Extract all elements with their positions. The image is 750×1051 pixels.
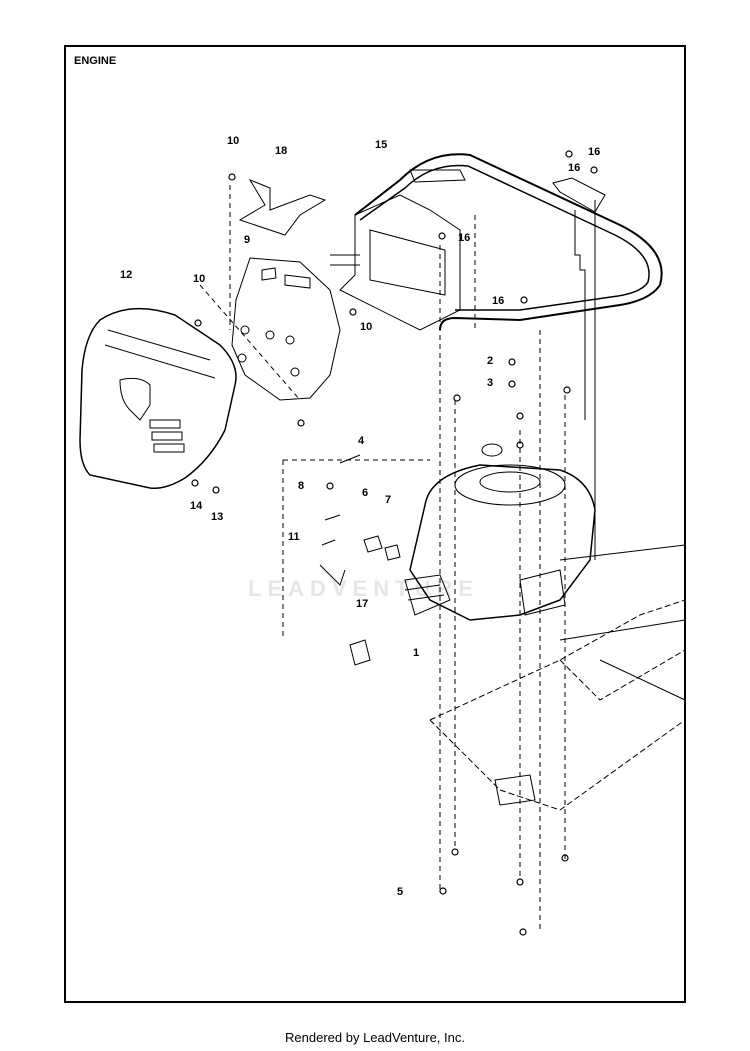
bracket-15 — [339, 194, 461, 331]
callout-1: 1 — [413, 647, 420, 659]
callout-3: 3 — [487, 377, 494, 389]
callout-5: 5 — [397, 886, 404, 898]
callout-17: 17 — [356, 598, 369, 610]
pipe-11 — [319, 514, 346, 586]
callout-12: 12 — [120, 269, 133, 281]
callout-14: 14 — [190, 500, 203, 512]
callout-15: 15 — [375, 139, 388, 151]
callout-10-mid: 10 — [193, 273, 206, 285]
hood-12 — [79, 307, 237, 490]
fitting-17 — [349, 639, 371, 666]
callout-13: 13 — [211, 511, 224, 523]
callout-2: 2 — [487, 355, 494, 367]
watermark: LEADVENTURE — [248, 576, 480, 601]
callout-18: 18 — [275, 145, 288, 157]
callout-4: 4 — [358, 435, 365, 447]
callout-7: 7 — [385, 494, 392, 506]
bracket-16 — [552, 177, 606, 213]
gasket-6 — [363, 535, 383, 553]
bracket-18 — [238, 178, 327, 236]
diagram-frame — [64, 45, 686, 1003]
chassis — [429, 599, 686, 811]
callout-16-extra: 16 — [568, 162, 581, 174]
diagram-title: ENGINE — [74, 55, 117, 67]
engine-body — [409, 464, 596, 621]
callout-9: 9 — [244, 234, 251, 246]
shroud-9 — [231, 257, 341, 401]
callout-10-low: 10 — [360, 321, 373, 333]
callout-16-top: 16 — [588, 146, 601, 158]
handle-tube — [354, 153, 663, 331]
callout-10-top: 10 — [227, 135, 240, 147]
callout-16-right: 16 — [492, 295, 505, 307]
callout-11: 11 — [288, 531, 300, 543]
callout-16-mid: 16 — [458, 232, 471, 244]
callout-8: 8 — [298, 480, 305, 492]
footer-credit: Rendered by LeadVenture, Inc. — [285, 1030, 465, 1045]
gasket-7 — [384, 544, 401, 561]
callout-6: 6 — [362, 487, 369, 499]
